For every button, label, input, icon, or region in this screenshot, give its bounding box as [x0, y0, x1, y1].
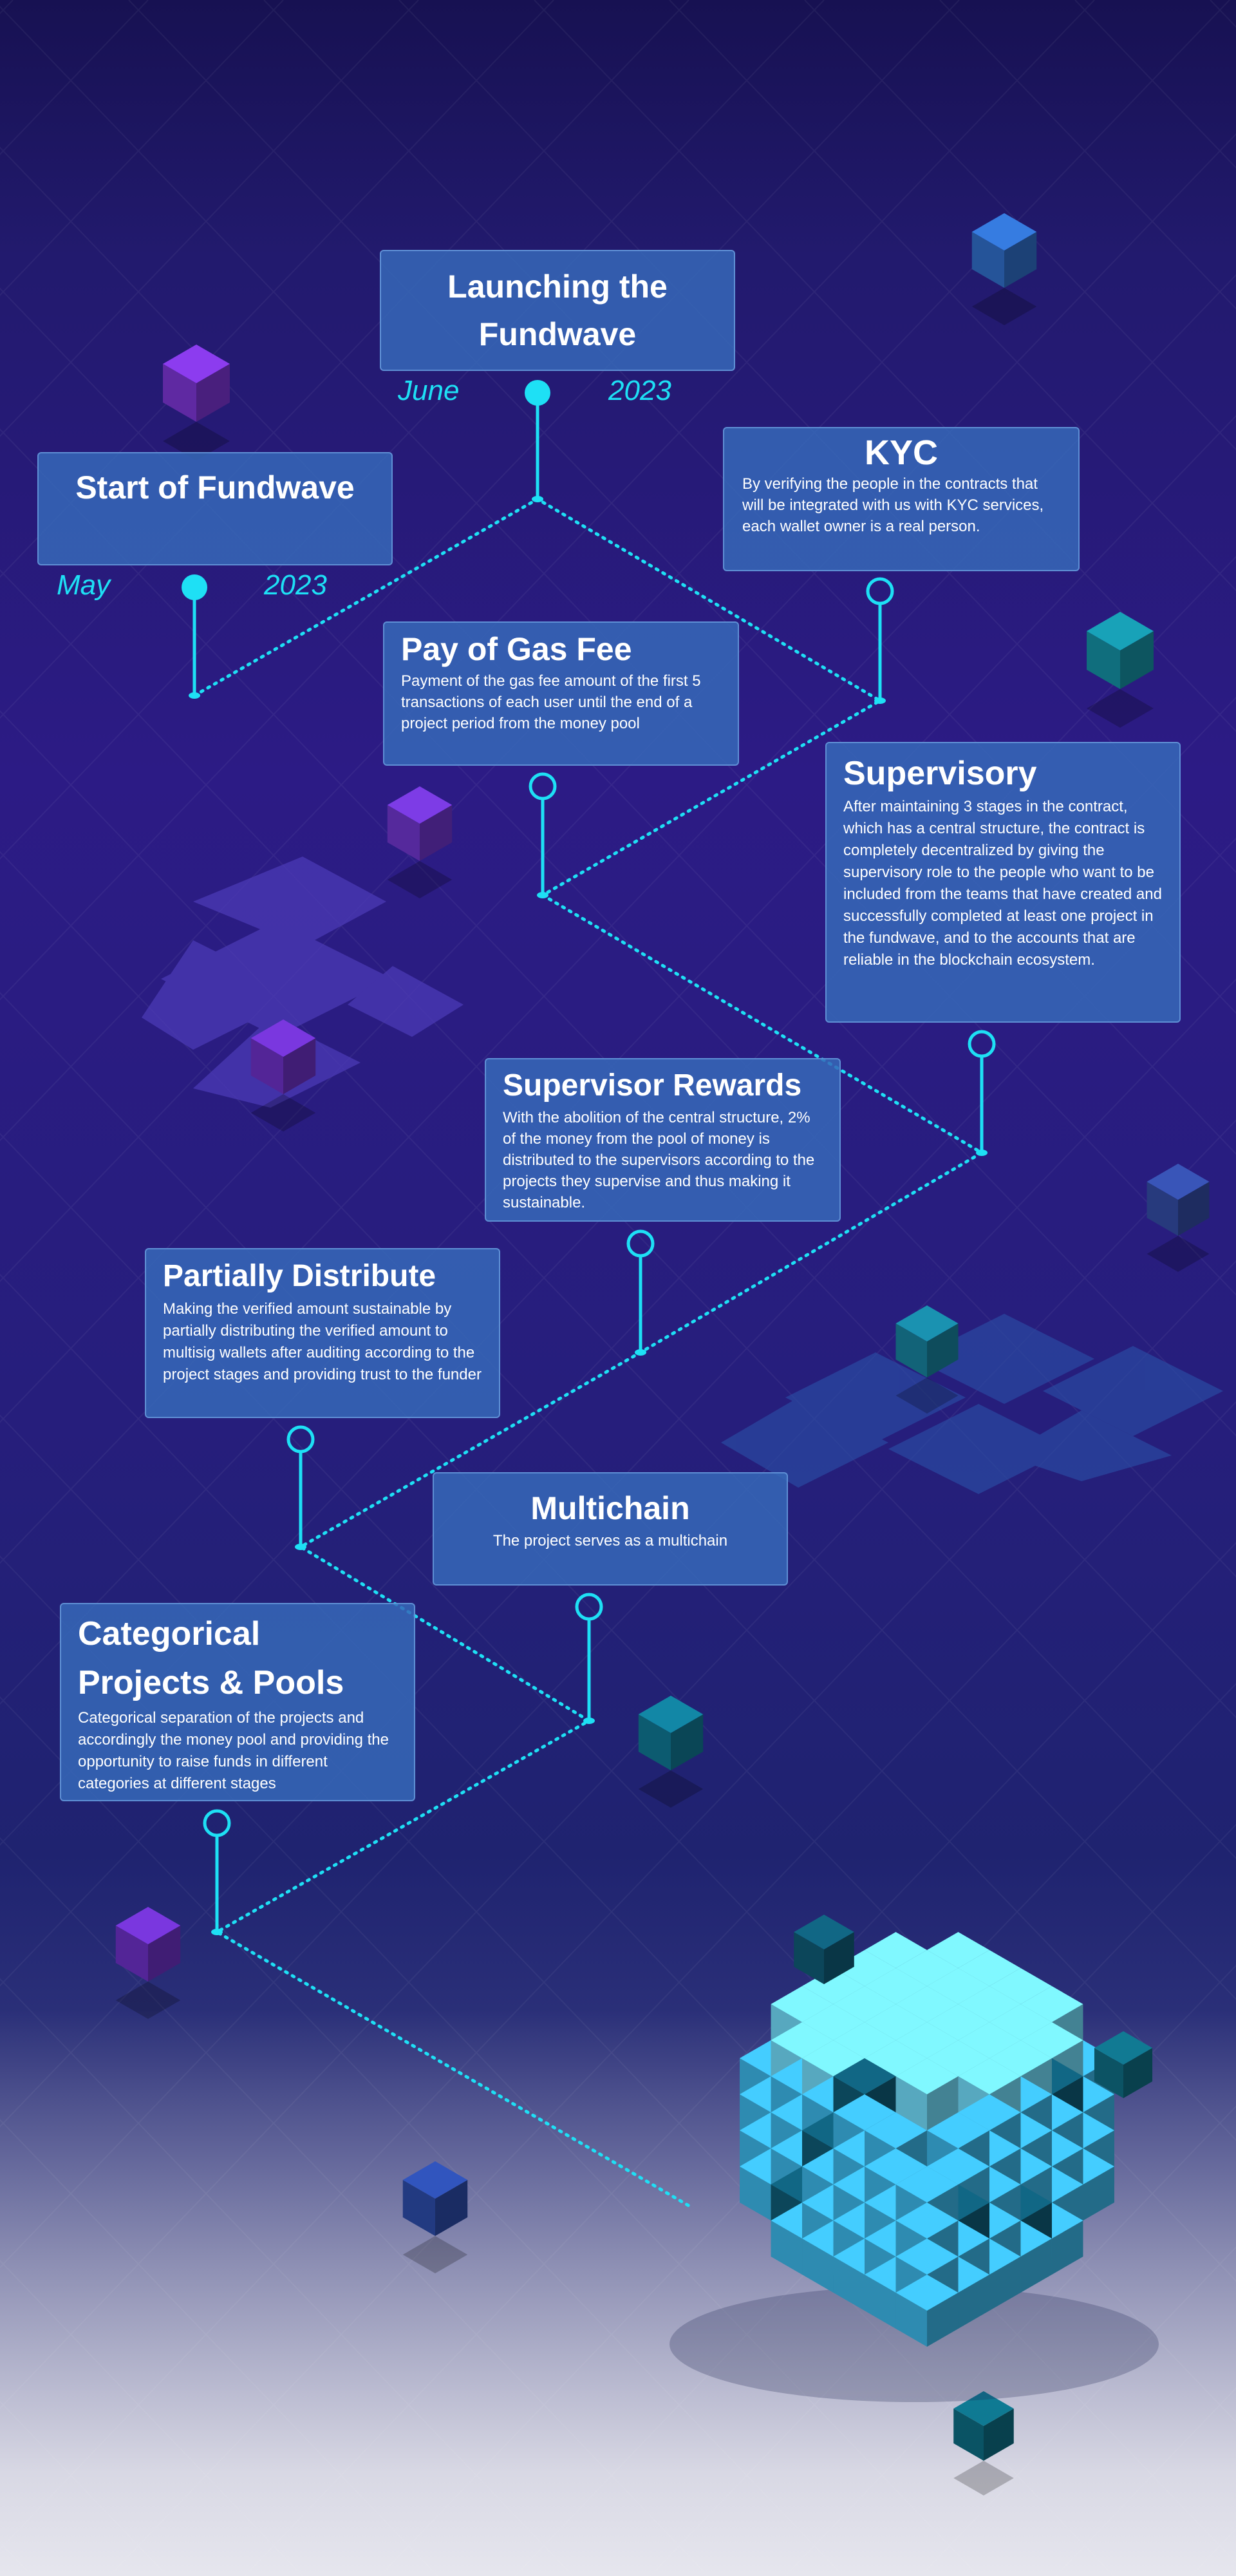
feature-card-supervisory: Supervisory After maintaining 3 stages i… [825, 742, 1181, 1023]
feature-card-gas-fee: Pay of Gas Fee Payment of the gas fee am… [383, 621, 739, 766]
feature-title: Multichain [530, 1490, 690, 1526]
loose-cube [794, 1915, 854, 1984]
decorative-cube [250, 1019, 316, 1132]
milestone-card-launch: Launching the Fundwave [380, 250, 735, 371]
pin-partially-distribute [286, 1425, 315, 1550]
decorative-cube [1147, 1164, 1210, 1272]
pin-gas-fee [529, 772, 557, 898]
feature-description: The project serves as a multichain [492, 1532, 728, 1549]
feature-card-supervisor-rewards: Supervisor Rewards With the abolition of… [485, 1058, 841, 1222]
feature-description: By verifying the people in the contracts… [742, 475, 1044, 535]
milestone-year: 2023 [608, 375, 671, 406]
decorative-cube [953, 2391, 1014, 2496]
timeline-path [192, 497, 985, 2208]
feature-card-multichain: Multichain The project serves as a multi… [433, 1472, 788, 1586]
feature-title: Partially Distribute [163, 1259, 436, 1293]
cluster-cube [895, 2275, 959, 2347]
cluster-cube [895, 2058, 959, 2130]
milestone-title: Start of Fundwave [75, 469, 355, 506]
feature-title: Categorical Projects & Pools [78, 1615, 344, 1701]
feature-description: With the abolition of the central struct… [503, 1109, 815, 1211]
decorative-cube [387, 786, 453, 898]
feature-description: Making the verified amount sustainable b… [163, 1300, 482, 1383]
decorative-cube [163, 345, 230, 460]
milestone-month: June [398, 375, 460, 406]
feature-description: Categorical separation of the projects a… [78, 1709, 389, 1792]
feature-title: Supervisor Rewards [503, 1068, 802, 1103]
milestone-month: May [57, 569, 111, 601]
loose-cube [1094, 2031, 1153, 2098]
feature-card-categorical: Categorical Projects & Pools Categorical… [60, 1603, 415, 1801]
feature-description: After maintaining 3 stages in the contra… [843, 798, 1162, 969]
pin-kyc [866, 577, 894, 704]
decorative-cube [115, 1907, 181, 2019]
milestone-pin-june [525, 380, 550, 502]
pin-multichain [575, 1593, 603, 1724]
decorative-cube [402, 2161, 468, 2273]
milestone-title: Launching the Fundwave [447, 269, 668, 352]
pin-categorical [203, 1809, 231, 1935]
feature-description: Payment of the gas fee amount of the fir… [401, 672, 701, 732]
floor-tiles-left [142, 857, 464, 1108]
feature-title: Supervisory [843, 755, 1037, 792]
decorative-cube [638, 1696, 704, 1808]
feature-title: KYC [864, 433, 938, 472]
milestone-year: 2023 [264, 569, 327, 601]
feature-card-partially-distribute: Partially Distribute Making the verified… [145, 1248, 500, 1418]
decorative-cube [1087, 612, 1154, 728]
pin-supervisor-rewards [626, 1229, 655, 1356]
floor-tiles-right [721, 1314, 1223, 1494]
feature-card-kyc: KYC By verifying the people in the contr… [723, 427, 1080, 571]
feature-title: Pay of Gas Fee [401, 631, 632, 667]
milestone-card-start: Start of Fundwave [37, 452, 393, 565]
decorative-cube [971, 213, 1037, 325]
milestone-pin-may [182, 574, 207, 699]
pin-supervisory [968, 1030, 996, 1156]
decorative-cube [895, 1305, 959, 1414]
